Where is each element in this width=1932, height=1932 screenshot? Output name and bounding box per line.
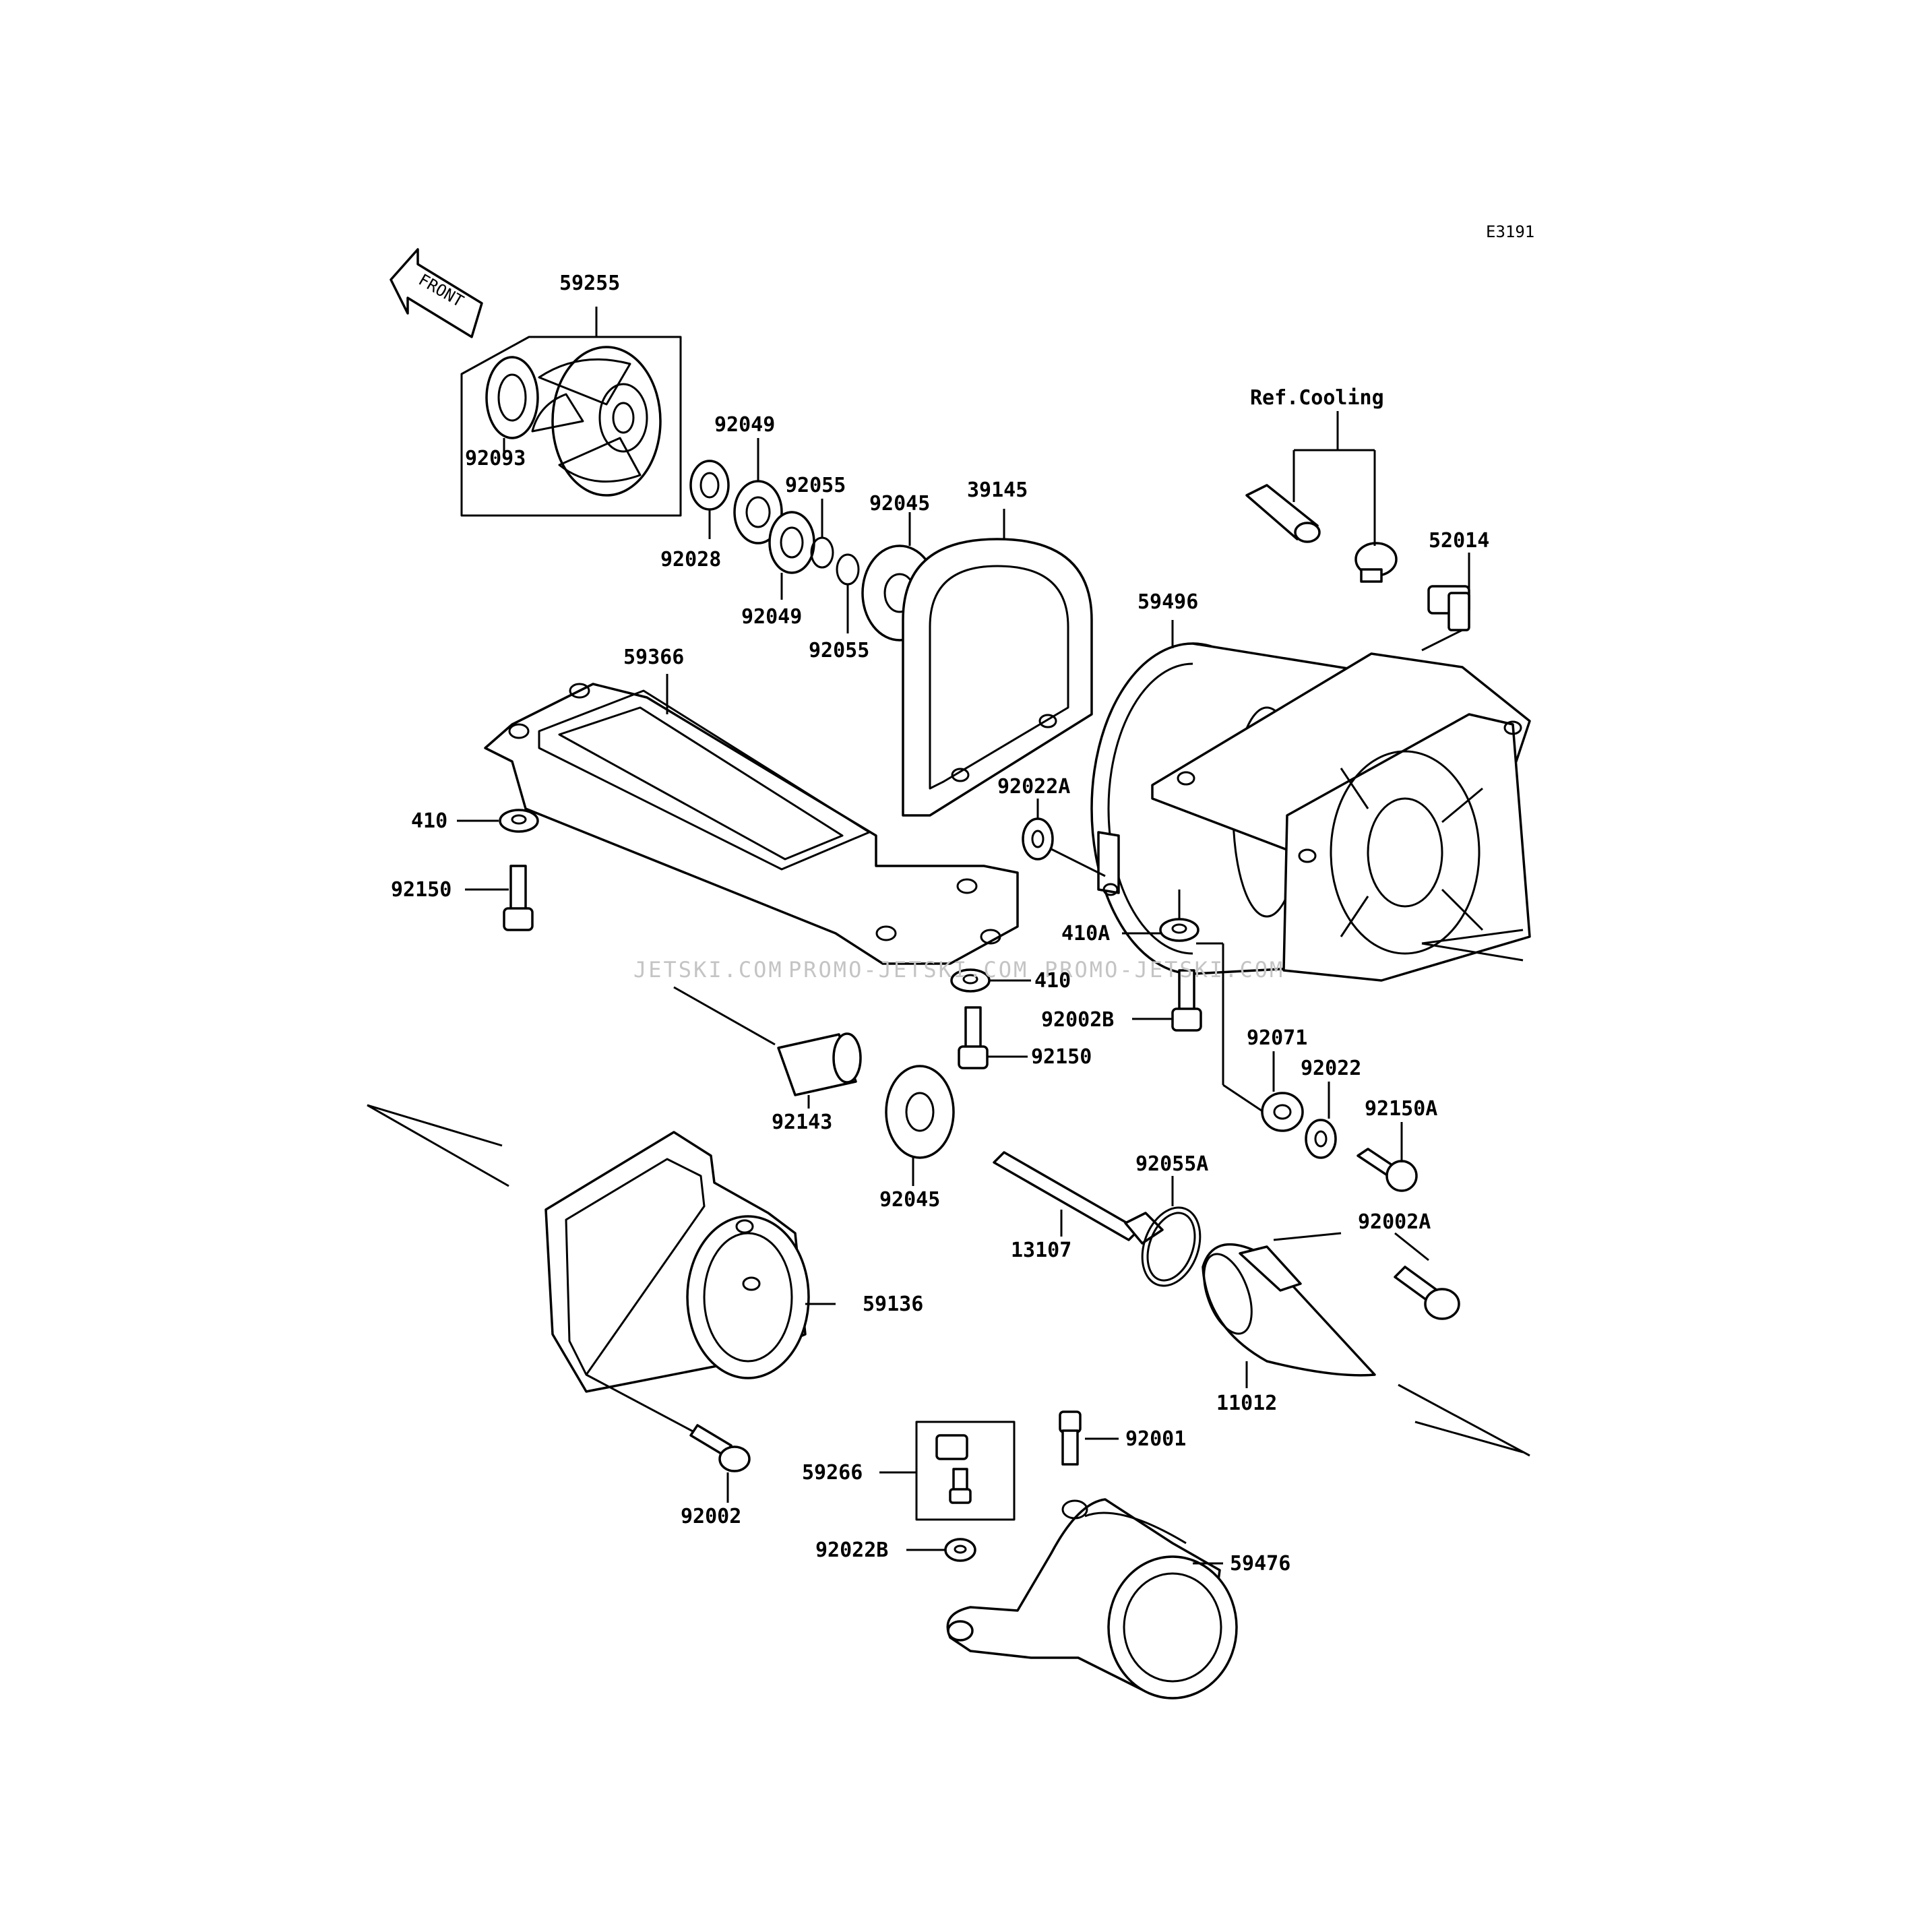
housing-59136 bbox=[367, 1104, 836, 1393]
label-92093: 92093 bbox=[465, 447, 526, 470]
label-410-left: 410 bbox=[411, 809, 447, 833]
bolt-92002 bbox=[586, 1373, 751, 1503]
label-92150-center: 92150 bbox=[1031, 1045, 1092, 1069]
bracket-59366 bbox=[484, 674, 1019, 965]
label-59136: 59136 bbox=[863, 1292, 923, 1316]
label-92071: 92071 bbox=[1247, 1026, 1307, 1050]
oring-92055A bbox=[1141, 1176, 1202, 1287]
label-59255: 59255 bbox=[559, 272, 620, 295]
label-92002A: 92002A bbox=[1358, 1210, 1431, 1234]
label-92150-left: 92150 bbox=[391, 878, 451, 902]
label-59366: 59366 bbox=[623, 646, 684, 669]
pump-housing-59496 bbox=[1090, 620, 1531, 982]
gasket-39145 bbox=[902, 509, 1093, 817]
label-92049-bottom: 92049 bbox=[741, 605, 802, 629]
label-92022A: 92022A bbox=[997, 775, 1070, 799]
diagram-code: E3191 bbox=[1486, 222, 1534, 241]
label-92028: 92028 bbox=[660, 548, 721, 571]
bolt-92150A bbox=[1357, 1122, 1418, 1192]
label-92022B: 92022B bbox=[815, 1538, 888, 1562]
bolt-92001 bbox=[1059, 1410, 1119, 1466]
label-13107: 13107 bbox=[1011, 1239, 1071, 1262]
ref-cooling-hose bbox=[1245, 411, 1398, 583]
watermark-2: PROMO-JETSKI.COM bbox=[788, 957, 1028, 983]
label-59266: 59266 bbox=[802, 1461, 863, 1485]
label-92022: 92022 bbox=[1301, 1057, 1361, 1080]
label-92001: 92001 bbox=[1125, 1427, 1186, 1451]
label-92055A: 92055A bbox=[1135, 1152, 1208, 1176]
bearing-stack bbox=[689, 438, 938, 642]
bolt-92150-left bbox=[465, 865, 534, 931]
fitting-52014 bbox=[1427, 553, 1470, 631]
bushing-92143 bbox=[673, 986, 862, 1109]
watermark-3: PROMO-JETSKI.COM bbox=[1045, 957, 1284, 983]
washer-410A bbox=[1122, 890, 1199, 942]
label-92002B: 92002B bbox=[1041, 1008, 1114, 1032]
washer-92022B bbox=[906, 1538, 976, 1562]
label-52014: 52014 bbox=[1429, 529, 1489, 553]
label-92045-top: 92045 bbox=[869, 492, 930, 516]
bolt-92002A bbox=[1394, 1232, 1460, 1320]
bearing-92045-lower bbox=[885, 1065, 955, 1186]
watermark-1: JETSKI.COM bbox=[633, 957, 784, 983]
front-arrow-icon: FRONT bbox=[389, 248, 483, 338]
washer-410-left bbox=[457, 809, 539, 833]
impeller-assembly bbox=[460, 307, 682, 517]
label-92045-bottom: 92045 bbox=[879, 1188, 940, 1212]
washer-92022 bbox=[1305, 1082, 1337, 1159]
bolt-92002B bbox=[1132, 969, 1202, 1032]
washer-92022A bbox=[1022, 799, 1106, 877]
label-410A: 410A bbox=[1061, 922, 1110, 945]
washer-410-center bbox=[950, 968, 1031, 993]
label-410-center: 410 bbox=[1034, 969, 1071, 993]
label-39145: 39145 bbox=[967, 478, 1028, 502]
label-92049-top: 92049 bbox=[714, 413, 775, 437]
label-92150A: 92150A bbox=[1365, 1097, 1437, 1121]
bolt-92150-center bbox=[958, 1006, 1028, 1069]
label-92055-bottom: 92055 bbox=[809, 639, 869, 662]
label-ref-cooling: Ref.Cooling bbox=[1250, 386, 1384, 410]
nozzle-59476 bbox=[946, 1498, 1238, 1700]
label-92002: 92002 bbox=[681, 1505, 741, 1528]
nozzle-11012 bbox=[1202, 1232, 1530, 1457]
label-92143: 92143 bbox=[772, 1111, 832, 1134]
label-59496: 59496 bbox=[1138, 590, 1198, 614]
label-92055-top: 92055 bbox=[785, 474, 846, 497]
label-11012: 11012 bbox=[1216, 1392, 1277, 1415]
grommet-92071 bbox=[1261, 1051, 1304, 1132]
label-59476: 59476 bbox=[1230, 1552, 1290, 1576]
kit-59266 bbox=[879, 1421, 1016, 1521]
